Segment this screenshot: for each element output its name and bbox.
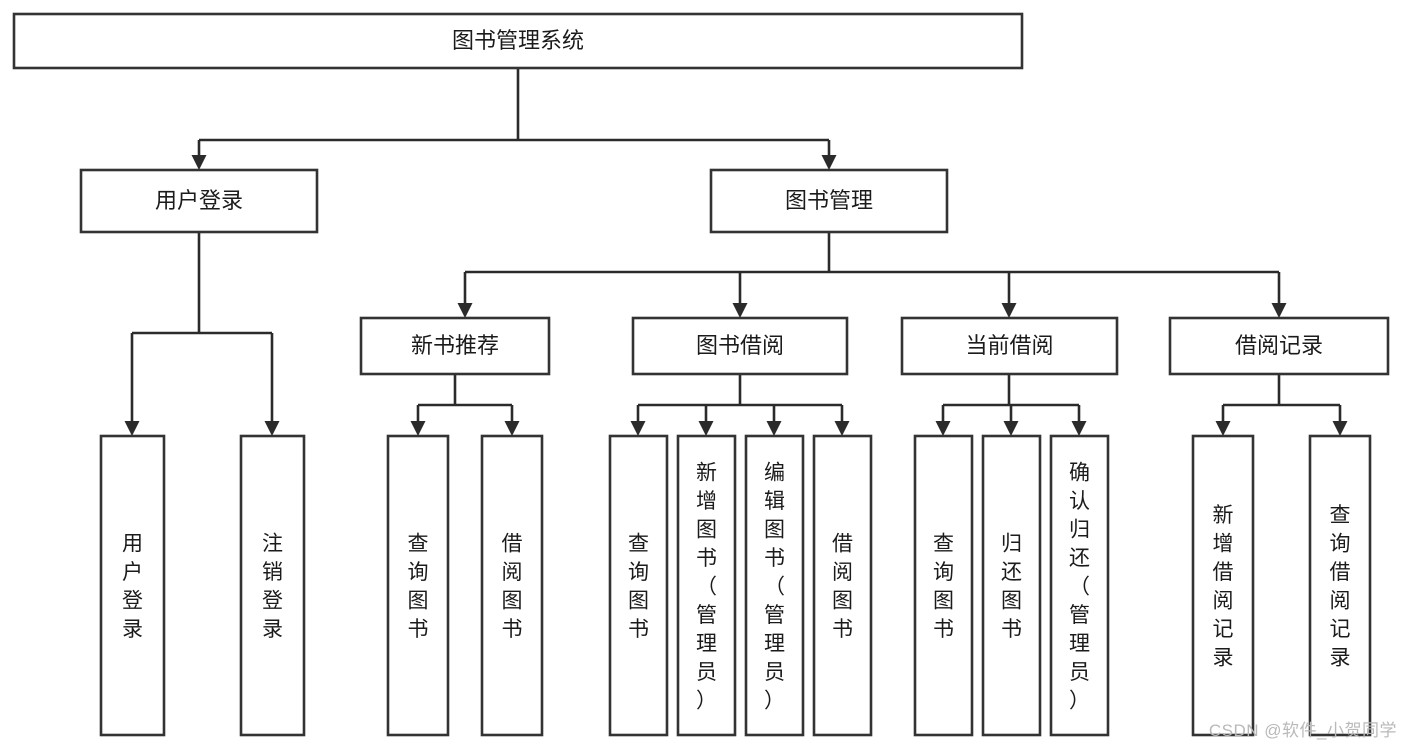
arrow-head <box>698 421 714 436</box>
node-label: 注销登录 <box>262 533 283 642</box>
arrow-head <box>1003 421 1019 436</box>
node-leaf-query-book-new[interactable]: 查询图书 <box>386 434 450 737</box>
arrow-head <box>834 421 850 436</box>
arrow-head <box>821 155 837 170</box>
arrow-head <box>935 421 951 436</box>
node-label: 查询借阅记录 <box>1330 504 1351 670</box>
node-box <box>812 434 873 737</box>
edges-borrowrecord-to-leaves <box>1215 374 1348 436</box>
node-label: 查询图书 <box>628 533 649 642</box>
node-label: 归还图书 <box>1001 533 1022 642</box>
node-box <box>913 434 974 737</box>
arrow-head <box>457 303 473 318</box>
node-label: 查询图书 <box>933 533 954 642</box>
node-leaf-add-record[interactable]: 新增借阅记录 <box>1191 434 1255 737</box>
node-box <box>359 316 551 376</box>
arrow-head <box>732 303 748 318</box>
node-label: 用户登录 <box>155 188 243 213</box>
node-leaf-query-record[interactable]: 查询借阅记录 <box>1308 434 1372 737</box>
arrow-head <box>1001 303 1017 318</box>
node-label: 新增图书（管理员） <box>696 461 717 712</box>
arrow-head <box>1332 421 1348 436</box>
arrow-head <box>630 421 646 436</box>
node-label: 图书管理 <box>785 188 873 213</box>
node-leaf-edit-book[interactable]: 编辑图书（管理员） <box>744 434 805 737</box>
node-borrow-record[interactable]: 借阅记录 <box>1168 316 1390 376</box>
node-leaf-user-login[interactable]: 用户登录 <box>99 434 166 737</box>
node-leaf-borrow-book-new[interactable]: 借阅图书 <box>480 434 544 737</box>
connector-edges <box>124 68 1348 436</box>
node-current-borrow[interactable]: 当前借阅 <box>900 316 1119 376</box>
diagram-nodes: 图书管理系统用户登录图书管理新书推荐图书借阅当前借阅借阅记录用户登录注销登录查询… <box>12 12 1390 737</box>
node-label: 图书借阅 <box>696 333 784 358</box>
node-box <box>608 434 669 737</box>
node-label: 新书推荐 <box>411 333 499 358</box>
node-box <box>386 434 450 737</box>
arrow-head <box>1271 303 1287 318</box>
node-box <box>99 434 166 737</box>
node-box <box>709 168 949 234</box>
node-label: 新增借阅记录 <box>1213 504 1234 670</box>
node-box <box>744 434 805 737</box>
node-label: 查询图书 <box>408 533 429 642</box>
node-box <box>676 434 737 737</box>
node-box <box>12 12 1024 70</box>
node-label: 图书管理系统 <box>452 28 584 53</box>
arrow-head <box>1215 421 1231 436</box>
edges-root-to-level2 <box>191 68 837 170</box>
node-root[interactable]: 图书管理系统 <box>12 12 1024 70</box>
node-leaf-user-logout[interactable]: 注销登录 <box>239 434 306 737</box>
node-new-book-recommend[interactable]: 新书推荐 <box>359 316 551 376</box>
node-leaf-query-book-cur[interactable]: 查询图书 <box>913 434 974 737</box>
node-label: 用户登录 <box>122 533 143 642</box>
arrow-head <box>766 421 782 436</box>
arrow-head <box>410 421 426 436</box>
node-box <box>631 316 849 376</box>
node-box <box>1308 434 1372 737</box>
node-label: 借阅图书 <box>502 533 523 642</box>
node-user-login[interactable]: 用户登录 <box>79 168 319 234</box>
edges-userlogin-to-leaves <box>124 232 280 436</box>
node-box <box>1191 434 1255 737</box>
node-leaf-add-book[interactable]: 新增图书（管理员） <box>676 434 737 737</box>
edges-currentborrow-to-leaves <box>935 374 1087 436</box>
node-label: 当前借阅 <box>965 333 1053 358</box>
arrow-head <box>124 421 140 436</box>
node-label: 编辑图书（管理员） <box>764 461 785 712</box>
node-box <box>1168 316 1390 376</box>
node-leaf-query-book-borrow[interactable]: 查询图书 <box>608 434 669 737</box>
node-box <box>480 434 544 737</box>
node-box <box>900 316 1119 376</box>
node-book-manage[interactable]: 图书管理 <box>709 168 949 234</box>
edges-newbook-to-leaves <box>410 374 520 436</box>
node-box <box>79 168 319 234</box>
edges-bookborrow-to-leaves <box>630 374 850 436</box>
node-box <box>1049 434 1110 737</box>
node-leaf-return-book[interactable]: 归还图书 <box>981 434 1042 737</box>
node-box <box>239 434 306 737</box>
node-label: 借阅记录 <box>1235 333 1323 358</box>
arrow-head <box>191 155 207 170</box>
node-leaf-borrow-book[interactable]: 借阅图书 <box>812 434 873 737</box>
node-label: 借阅图书 <box>832 533 853 642</box>
arrow-head <box>504 421 520 436</box>
arrow-head <box>264 421 280 436</box>
node-book-borrow[interactable]: 图书借阅 <box>631 316 849 376</box>
edges-bookmanage-to-level3 <box>457 232 1287 318</box>
node-box <box>981 434 1042 737</box>
node-leaf-confirm-return[interactable]: 确认归还（管理员） <box>1049 434 1110 737</box>
node-label: 确认归还（管理员） <box>1069 461 1090 712</box>
arrow-head <box>1071 421 1087 436</box>
